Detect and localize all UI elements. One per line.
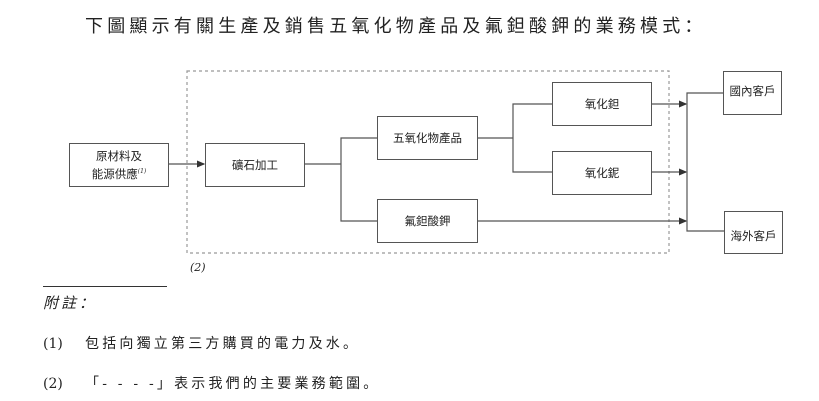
- note-item: (1) 包括向獨立第三方購買的電力及水。: [43, 333, 360, 353]
- box-label: 能源供應: [91, 166, 138, 181]
- footnote-ref: (1): [137, 167, 147, 175]
- pentoxide-products-box: 五氧化物產品: [377, 116, 478, 160]
- k-fluorotantalate-box: 氟鉭酸鉀: [377, 199, 478, 243]
- domestic-customers-box: 國內客戶: [723, 71, 782, 115]
- ore-processing-box: 礦石加工: [205, 143, 305, 187]
- notes-heading: 附註：: [43, 294, 98, 312]
- note-number: (2): [43, 376, 63, 392]
- page-heading: 下圖顯示有關生產及銷售五氧化物產品及氟鉭酸鉀的業務模式：: [85, 16, 707, 37]
- box-label: 原材料及: [96, 148, 142, 163]
- connector-customers-vertical: [686, 92, 724, 232]
- connector-oxide-vertical: [512, 103, 552, 173]
- notes-divider: [43, 286, 167, 287]
- raw-material-energy-box: 原材料及能源供應(1): [69, 143, 169, 187]
- overseas-customers-box: 海外客戶: [724, 211, 783, 254]
- note-number: (1): [43, 336, 63, 352]
- note-item: (2) 「- - - -」表示我們的主要業務範圍。: [43, 373, 380, 393]
- scope-note-label: (2): [190, 261, 206, 274]
- tantalum-oxide-box: 氧化鉭: [552, 82, 652, 126]
- business-scope-dashed-box: [186, 70, 670, 254]
- note-text: 包括向獨立第三方購買的電力及水。: [85, 336, 361, 352]
- note-text: 「- - - -」表示我們的主要業務範圍。: [85, 376, 381, 392]
- niobium-oxide-box: 氧化鈮: [552, 151, 652, 195]
- connector-branch-vertical: [340, 137, 377, 222]
